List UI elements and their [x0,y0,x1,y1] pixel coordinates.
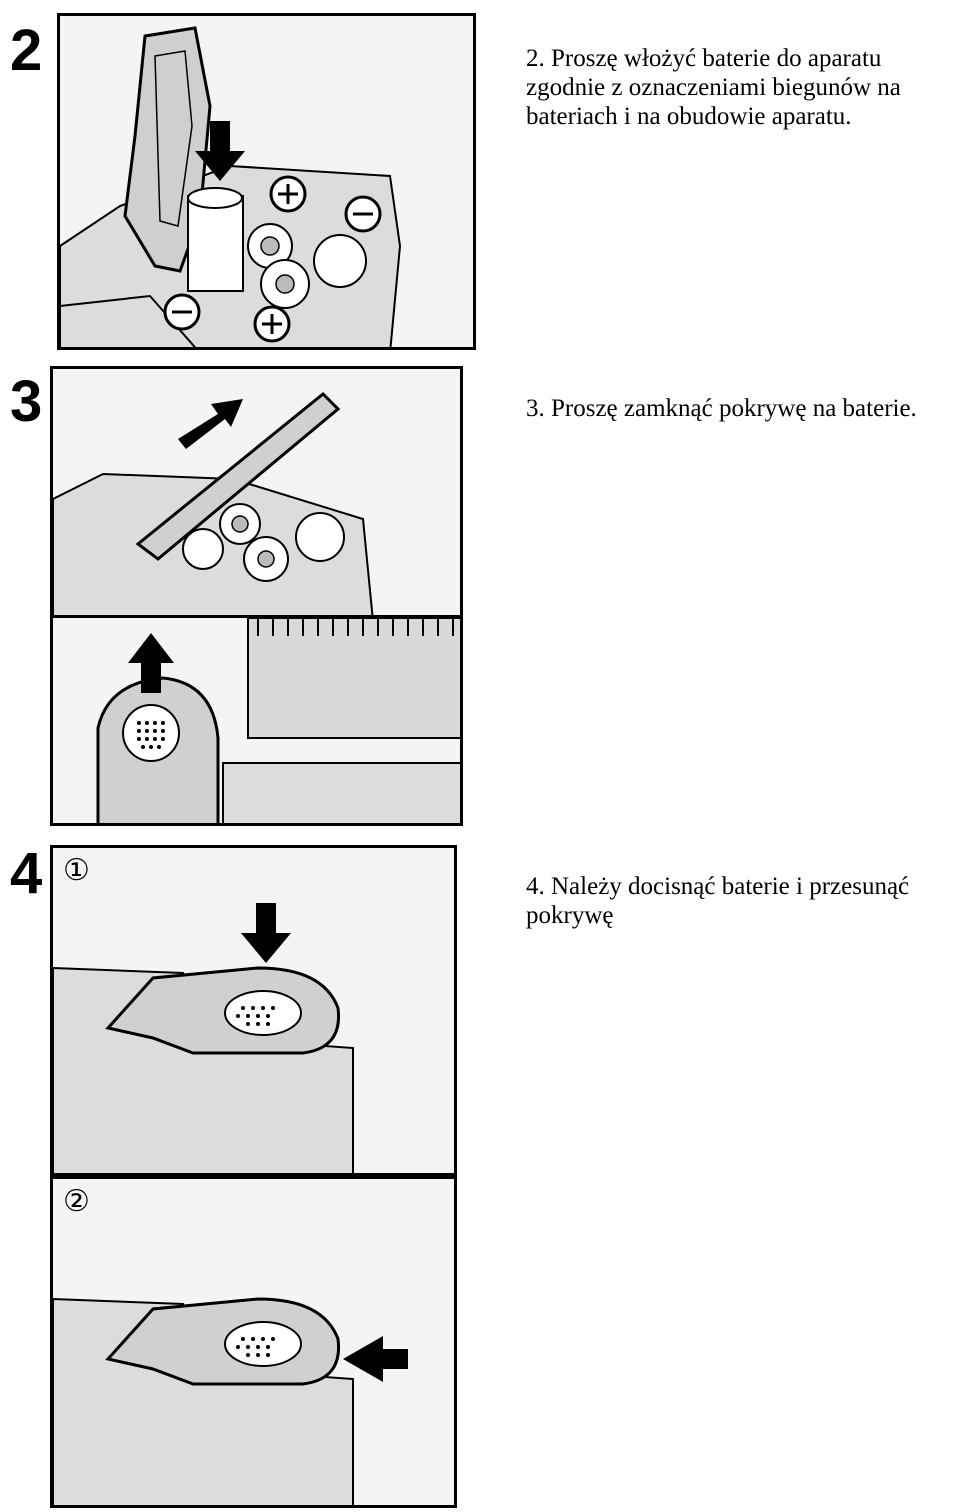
step-4-sub-label-1: ① [63,853,90,888]
step-4-illustration-2: ② [50,1176,457,1508]
step-4-illustration-1: ① [50,845,457,1176]
step-3-number: 3 [10,369,43,434]
step-4-sub-label-2: ② [63,1184,90,1219]
step-2-number: 2 [10,18,43,83]
step-3-illustration-top [50,366,463,618]
step-4-instruction: 4. Należy docisnąć baterie i przesunąć p… [526,873,910,929]
step-2-illustration [57,13,476,350]
step-4-number: 4 [10,841,43,906]
step-2-instruction: 2. Proszę włożyć baterie do aparatu zgod… [526,45,901,130]
step-3-illustration-bottom [50,615,463,826]
step-3-instruction: 3. Proszę zamknąć pokrywę na baterie. [526,395,917,422]
